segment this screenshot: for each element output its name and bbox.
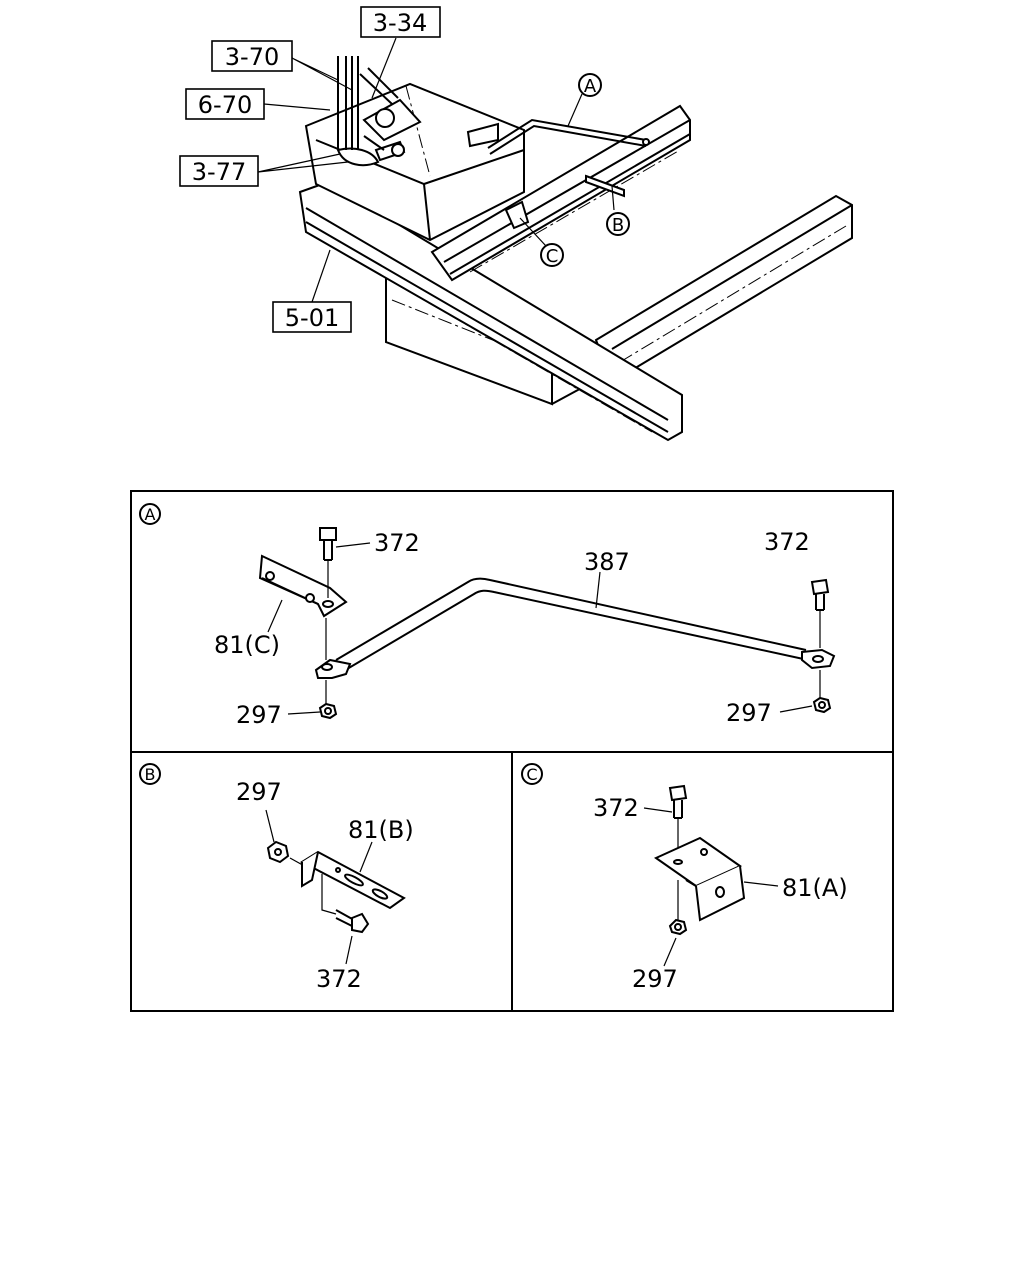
- leader-c: [519, 217, 547, 247]
- nut-297-left: [318, 680, 338, 720]
- bolt-372-b: [321, 874, 370, 934]
- svg-text:C: C: [526, 765, 537, 784]
- svg-text:6-70: 6-70: [198, 91, 252, 119]
- label-c-nut: 297: [632, 965, 678, 993]
- bolt-372-left: [319, 527, 337, 660]
- detail-panels-frame: [130, 490, 894, 1012]
- panel-a-label: A: [139, 503, 161, 525]
- label-a-bolt-left: 372: [374, 529, 420, 557]
- leader-370: [291, 57, 353, 91]
- stay-rod-overview: [487, 118, 650, 155]
- leader-670: [263, 103, 331, 111]
- bracket-b-tab: [585, 174, 625, 198]
- label-c-bracket: 81(A): [782, 874, 848, 902]
- svg-text:3-34: 3-34: [373, 9, 427, 37]
- svg-text:C: C: [546, 246, 559, 267]
- callout-a[interactable]: A: [578, 73, 602, 97]
- ref-box-5-01[interactable]: 5-01: [272, 301, 352, 333]
- ref-box-3-70[interactable]: 3-70: [211, 40, 293, 72]
- bracket-81a: [653, 836, 746, 922]
- leader-334: [371, 37, 397, 99]
- rod-387: [314, 577, 836, 679]
- frame-rail: [594, 194, 853, 384]
- label-a-nut-left: 297: [236, 701, 282, 729]
- bolt-372-right: [810, 578, 830, 698]
- nut-297-c: [668, 880, 688, 936]
- svg-text:A: A: [145, 505, 156, 524]
- leader-377: [257, 153, 349, 173]
- label-b-bracket: 81(B): [348, 816, 414, 844]
- hoses: [337, 56, 359, 150]
- label-c-bolt: 372: [593, 794, 639, 822]
- nut-297-right: [812, 696, 832, 714]
- label-b-nut: 297: [236, 778, 282, 806]
- ref-box-6-70[interactable]: 6-70: [185, 88, 265, 120]
- panel-c-label: C: [521, 763, 543, 785]
- leader-b: [611, 185, 615, 211]
- label-a-rod: 387: [584, 548, 630, 576]
- svg-text:5-01: 5-01: [285, 304, 339, 332]
- svg-text:3-77: 3-77: [192, 158, 246, 186]
- svg-text:A: A: [584, 76, 597, 97]
- leader-a: [567, 93, 583, 127]
- cross-member-back: [430, 104, 691, 282]
- nut-297-b: [266, 840, 309, 869]
- label-a-bracket: 81(C): [214, 631, 280, 659]
- detail-panel-a: A: [139, 503, 836, 729]
- ref-box-3-77[interactable]: 3-77: [179, 155, 259, 187]
- bracket-81c: [258, 554, 348, 618]
- label-a-nut-right: 297: [726, 699, 772, 727]
- callout-c[interactable]: C: [540, 243, 564, 267]
- detail-panel-b: B 297 81(B) 372: [139, 763, 414, 993]
- bracket-81b: [299, 850, 406, 910]
- panel-b-label: B: [139, 763, 161, 785]
- leader-501: [311, 249, 331, 303]
- svg-text:B: B: [612, 215, 624, 236]
- svg-text:B: B: [145, 765, 156, 784]
- svg-text:3-70: 3-70: [225, 43, 279, 71]
- ref-box-3-34[interactable]: 3-34: [360, 6, 441, 38]
- detail-panel-c: C 372 81(A) 297: [521, 763, 848, 993]
- label-a-bolt-right: 372: [764, 528, 810, 556]
- callout-b[interactable]: B: [606, 212, 630, 236]
- label-b-bolt: 372: [316, 965, 362, 993]
- assembly-overview: 3-34 3-70 6-70 3-77 5-01 A B C: [179, 6, 853, 442]
- valve-assembly: [336, 67, 422, 167]
